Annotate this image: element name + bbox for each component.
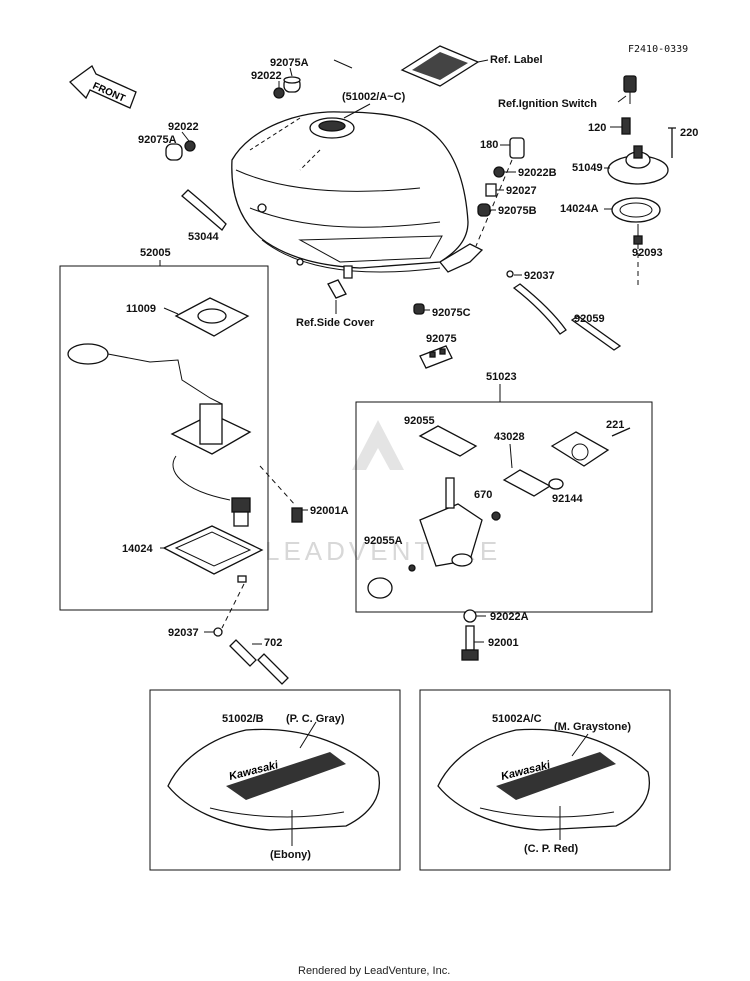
box-52005 — [59, 265, 269, 611]
label-51023: 51023 — [486, 371, 517, 383]
label-92075: 92075 — [426, 333, 457, 345]
part-92037-left — [213, 627, 223, 637]
label-92075A-left: 92075A — [138, 134, 177, 146]
part-120 — [621, 117, 631, 135]
part-702-hose-b — [257, 653, 289, 685]
part-702-hose-a — [229, 639, 257, 667]
box-variant-ebony — [149, 689, 401, 871]
label-53044: 53044 — [188, 231, 219, 243]
label-51002-main: (51002/A~C) — [342, 91, 406, 103]
figure-id: F2410-0339 — [628, 44, 688, 55]
part-51049-cap — [607, 145, 669, 185]
part-92022-top — [273, 87, 285, 99]
part-43028-diaphragm — [502, 469, 552, 497]
part-92059-hose — [570, 315, 622, 351]
label-pc-gray: (P. C. Gray) — [286, 713, 345, 725]
label-92022-left: 92022 — [168, 121, 199, 133]
label-220: 220 — [680, 127, 698, 139]
part-hose-92075C — [512, 283, 567, 335]
label-702: 702 — [264, 637, 282, 649]
label-11009: 11009 — [126, 303, 156, 315]
label-92027: 92027 — [506, 185, 537, 197]
footer-credit: Rendered by LeadVenture, Inc. — [298, 965, 450, 977]
front-arrow-icon: FRONT — [69, 65, 137, 109]
part-92001A — [291, 507, 303, 523]
part-fuel-tap-body — [419, 477, 483, 567]
part-92093 — [633, 235, 643, 245]
part-fuel-tap-cover — [550, 431, 610, 467]
label-m-graystone: (M. Graystone) — [554, 721, 631, 733]
tank-cover-ebony: Kawasaki — [167, 728, 380, 831]
label-51002B: 51002/B — [222, 713, 264, 725]
label-51002AC: 51002A/C — [492, 713, 542, 725]
part-92037-right — [506, 270, 514, 278]
label-92055: 92055 — [404, 415, 435, 427]
label-cp-red: (C. P. Red) — [524, 843, 579, 855]
label-ref-side-cover: Ref.Side Cover — [296, 317, 375, 329]
label-180: 180 — [480, 139, 498, 151]
label-92022A: 92022A — [490, 611, 529, 623]
label-92022-top: 92022 — [251, 70, 282, 82]
part-fuel-pump-assembly — [67, 343, 252, 527]
part-92075-grommet — [419, 345, 453, 369]
label-43028: 43028 — [494, 431, 525, 443]
label-92093: 92093 — [632, 247, 663, 259]
label-92075A-top: 92075A — [270, 57, 309, 69]
part-92075B — [477, 203, 491, 217]
label-ref-ignition-switch: Ref.Ignition Switch — [498, 98, 597, 110]
part-221-screw — [611, 427, 631, 437]
ref-side-cover-part — [327, 279, 347, 299]
label-92037-left: 92037 — [168, 627, 199, 639]
part-53044-hose — [181, 189, 227, 231]
label-14024: 14024 — [122, 543, 153, 555]
ignition-key-icon — [623, 75, 637, 104]
label-221: 221 — [606, 419, 624, 431]
ref-label-plate — [400, 45, 489, 87]
part-92075C — [413, 303, 425, 315]
part-92075A-left — [165, 143, 183, 161]
label-670: 670 — [474, 489, 492, 501]
label-92001A: 92001A — [310, 505, 349, 517]
part-92001-bolt — [461, 625, 479, 661]
box-variant-cp-red — [419, 689, 671, 871]
label-92075C: 92075C — [432, 307, 471, 319]
part-92027 — [485, 183, 497, 197]
part-14024A-ring — [611, 197, 661, 223]
part-670-oring — [491, 511, 501, 521]
label-ebony: (Ebony) — [270, 849, 311, 861]
part-92075A-top — [283, 76, 301, 93]
tank-cover-cp-red: Kawasaki — [437, 728, 650, 831]
label-ref-label: Ref. Label — [490, 54, 543, 66]
part-11009-gasket — [174, 297, 250, 337]
part-14024-frame — [162, 525, 264, 575]
box-51023 — [355, 401, 653, 613]
label-120: 120 — [588, 122, 606, 134]
part-92055A — [408, 564, 416, 572]
fuel-tank — [231, 111, 484, 279]
label-92037-right: 92037 — [524, 270, 555, 282]
label-92144: 92144 — [552, 493, 583, 505]
label-52005: 52005 — [140, 247, 171, 259]
part-180 — [509, 137, 525, 159]
label-51049: 51049 — [572, 162, 603, 174]
part-fuel-tap-knob — [367, 577, 393, 599]
part-92022B — [493, 166, 505, 178]
part-fuel-outlet — [237, 575, 247, 583]
part-92022-left — [184, 140, 196, 152]
part-92055-gasket — [418, 425, 478, 457]
part-92144 — [548, 478, 564, 490]
part-92022A — [463, 609, 477, 623]
label-92059: 92059 — [574, 313, 605, 325]
label-92055A: 92055A — [364, 535, 403, 547]
label-92022B: 92022B — [518, 167, 557, 179]
label-92075B: 92075B — [498, 205, 537, 217]
label-92001: 92001 — [488, 637, 519, 649]
part-220 — [668, 127, 676, 158]
label-14024A: 14024A — [560, 203, 599, 215]
